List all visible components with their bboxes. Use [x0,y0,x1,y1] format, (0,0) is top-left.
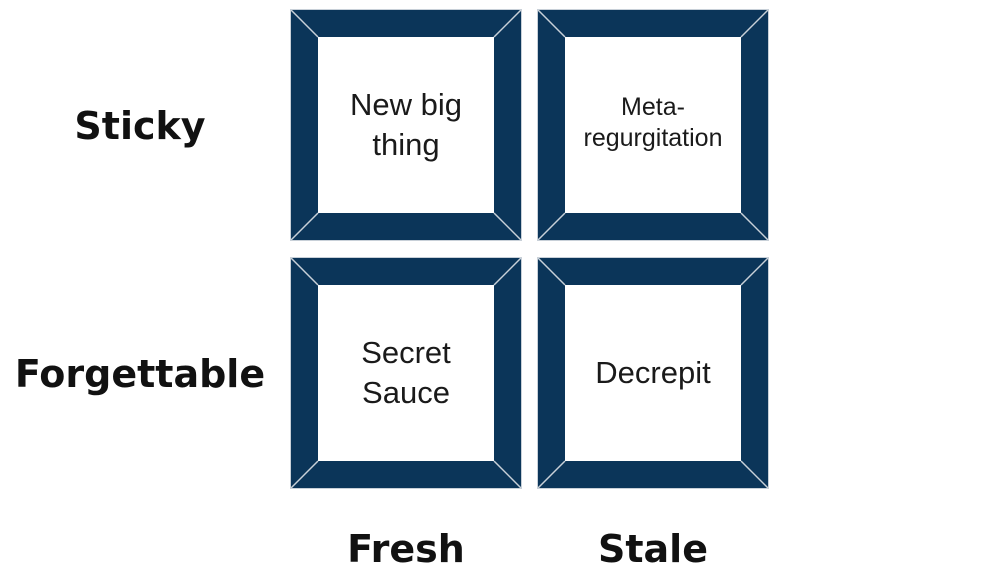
frame-border [290,9,522,241]
cell-sticky-fresh: New big thing [290,9,522,241]
cell-forgettable-fresh: Secret Sauce [290,257,522,489]
cell-line-2: regurgitation [583,124,723,152]
row-label-forgettable: Forgettable [14,352,266,396]
column-label-fresh: Fresh [347,527,465,571]
cell-text: Decrepit [565,285,741,529]
row-label-sticky: Sticky [74,104,206,148]
cell-text: Meta- regurgitation [565,37,741,268]
cell-forgettable-stale: Decrepit [537,257,769,489]
cell-line-2: Sauce [362,375,450,410]
cell-line-1: New big [350,87,462,122]
cell-line-1: Meta- [621,93,685,121]
cell-sticky-stale: Meta- regurgitation [537,9,769,241]
cell-line-1: Decrepit [595,355,711,390]
cell-line-2: thing [372,127,440,162]
cell-text: New big thing [318,37,494,261]
cell-line-1: Secret [361,335,451,370]
frame-border [537,9,769,241]
frame-border [290,257,522,489]
frame-border [537,257,769,489]
column-label-stale: Stale [598,527,708,571]
cell-text: Secret Sauce [318,285,494,509]
